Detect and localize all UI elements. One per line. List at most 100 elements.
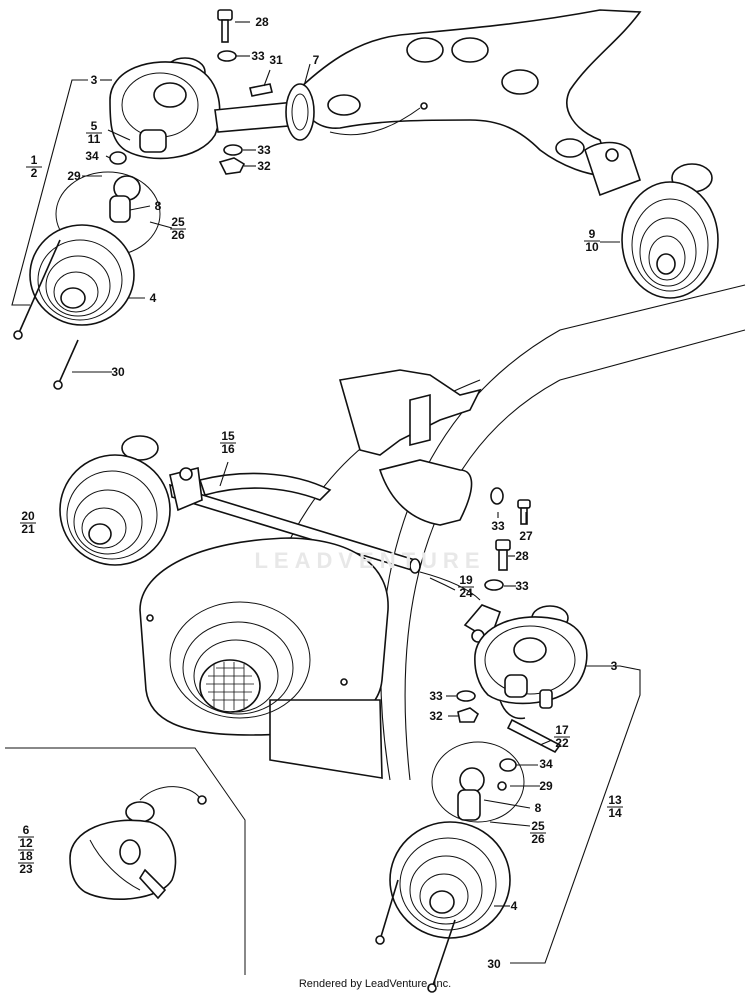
callout-c30b: 30 [487,957,501,971]
turn-signal-lens-lower [389,821,511,939]
terminal-17 [506,718,562,754]
callout-c34a: 34 [85,149,99,163]
callout-line: 31 [269,53,283,67]
callout-c8b: 8 [535,801,542,815]
screw-30-top [57,339,79,386]
tail-light [139,537,389,779]
callout-c4a: 4 [150,291,157,305]
callout-line: 20 [21,509,35,523]
callout-c3a: 3 [91,73,98,87]
callout-line: 29 [67,169,81,183]
callout-line: 22 [555,736,569,750]
callout-line: 33 [251,49,265,63]
nut-32-lower [457,707,480,723]
callout-c31: 31 [269,53,283,67]
turn-signal-housing-inset [69,786,207,900]
callout-line: 3 [611,659,618,673]
callout-line: 17 [555,723,569,737]
screw-lens-top [17,239,61,336]
turn-signal-lamp-rear-left [59,435,203,566]
turn-signal-stay-bracket [299,9,642,177]
callout-line: 10 [585,240,599,254]
callout-line: 28 [255,15,269,29]
callout-line: 29 [539,779,553,793]
callout-line: 19 [459,573,473,587]
callout-c32b: 32 [429,709,443,723]
callout-line: 4 [150,291,157,305]
turn-signal-housing-rear-right [463,604,588,720]
turn-signal-lens-top-left [29,224,135,326]
bolt-27 [517,499,531,525]
callout-line: 2 [31,166,38,180]
callout-c29a: 29 [67,169,81,183]
callout-line: 33 [491,519,505,533]
callout-c34b: 34 [539,757,553,771]
callout-line: 34 [85,149,99,163]
watermark-text: LEADVENTURE [254,548,485,573]
bolt-28-top [217,9,233,43]
callout-c28a: 28 [255,15,269,29]
washer-33-lower [456,690,476,702]
callout-c29b: 29 [539,779,553,793]
washer-33-rear-b [484,579,504,591]
callout-c7: 7 [313,53,320,67]
callout-c3b: 3 [611,659,618,673]
callout-line: 5 [91,119,98,133]
bulb-8-top [109,175,141,223]
washer-34-lower [499,758,517,772]
clip-29-lower [497,781,507,791]
callout-c33c: 33 [491,519,505,533]
callout-c33a: 33 [251,49,265,63]
callout-c8a: 8 [155,199,162,213]
callout-c4b: 4 [511,899,518,913]
callout-line: 30 [111,365,125,379]
washer-34-top [109,151,127,165]
callout-line: 6 [23,823,30,837]
callout-line: 12 [19,836,33,850]
gasket-ring-lower [431,741,525,823]
callout-line: 3 [91,73,98,87]
render-credit: Rendered by LeadVenture, Inc. [298,978,452,990]
washer-33-mid [223,144,243,156]
callout-line: 28 [515,549,529,563]
callout-line: 33 [257,143,271,157]
callout-line: 25 [171,215,185,229]
bolt-28-rear [495,539,511,571]
callout-line: 16 [221,442,235,456]
callout-line: 33 [429,689,443,703]
washer-33-top [217,50,237,62]
callout-line: 21 [21,522,35,536]
callout-line: 15 [221,429,235,443]
callout-line: 7 [313,53,320,67]
callout-line: 33 [515,579,529,593]
callout-line: 25 [531,819,545,833]
callout-line: 8 [535,801,542,815]
nut-32-top [218,157,246,175]
callout-line: 34 [539,757,553,771]
screw-30-lower [431,919,456,989]
callout-c33d: 33 [515,579,529,593]
callout-line: 9 [589,227,596,241]
washer-33-rear-a [490,487,504,505]
callout-line: 14 [608,806,622,820]
screw-lens-lower [379,879,399,941]
callout-line: 13 [608,793,622,807]
callout-c27: 27 [519,529,533,543]
callout-c33b: 33 [257,143,271,157]
callout-line: 11 [88,132,101,146]
callout-line: 4 [511,899,518,913]
callout-line: 30 [487,957,501,971]
callout-line: 18 [19,849,33,863]
bulb-8-lower [457,767,485,821]
turn-signal-cross-bar [168,472,421,574]
callout-line: 23 [19,862,33,876]
